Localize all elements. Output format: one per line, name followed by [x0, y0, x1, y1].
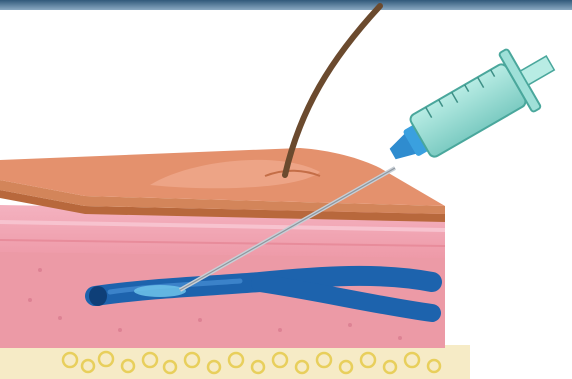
injected-fluid [134, 285, 186, 297]
syringe-plunger [520, 56, 554, 85]
syringe-barrel [408, 62, 527, 159]
syringe [376, 34, 568, 184]
skin-cross-section [0, 148, 470, 379]
vein-opening [89, 286, 107, 306]
fat-layer [0, 345, 470, 379]
